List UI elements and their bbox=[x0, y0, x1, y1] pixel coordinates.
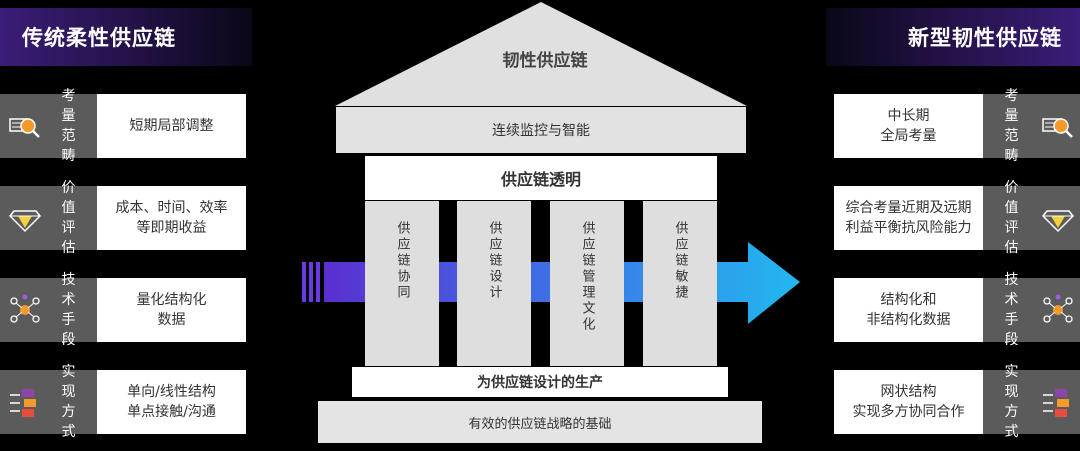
tag-line: 方 式 bbox=[61, 404, 81, 440]
desc-line: 短期局部调整 bbox=[129, 118, 214, 134]
tag-line: 实 现 bbox=[1004, 364, 1024, 400]
row-tag: 考 量范 畴 bbox=[983, 88, 1080, 164]
desc-line: 网状结构 bbox=[880, 384, 937, 400]
desc-line: 成本、时间、效率 bbox=[115, 200, 228, 216]
roof-title: 韧性供应链 bbox=[502, 51, 588, 71]
beam-transparency: 供应链透明 bbox=[365, 156, 717, 200]
desc-line: 非结构化数据 bbox=[866, 312, 951, 328]
tag-line: 技 术 bbox=[61, 272, 81, 308]
desc-line: 数据 bbox=[157, 312, 186, 328]
row-tag: 实 现方 式 bbox=[0, 364, 97, 440]
left-row-tech: 技 术手 段 量化结构化数据 bbox=[0, 272, 246, 348]
pillar-label: 供应链设计 bbox=[486, 221, 502, 301]
row-desc: 结构化和非结构化数据 bbox=[834, 278, 983, 342]
network-icon bbox=[10, 294, 40, 323]
base-foundation: 有效的供应链战略的基础 bbox=[318, 401, 762, 443]
desc-line: 全局考量 bbox=[880, 128, 937, 144]
desc-line: 单点接触/沟通 bbox=[127, 404, 216, 420]
flow-icon bbox=[10, 389, 36, 417]
tag-line: 考 量 bbox=[61, 88, 81, 124]
tag-line: 技 术 bbox=[1004, 272, 1024, 308]
left-row-scope: 考 量范 畴 短期局部调整 bbox=[0, 88, 246, 164]
desc-line: 结构化和 bbox=[880, 292, 937, 308]
right-header: 新型韧性供应链 bbox=[826, 8, 1080, 66]
network-icon bbox=[1043, 294, 1073, 323]
row-tag: 价 值评 估 bbox=[0, 180, 97, 256]
left-header: 传统柔性供应链 bbox=[0, 8, 252, 66]
tag-line: 方 式 bbox=[1004, 404, 1024, 440]
desc-line: 单向/线性结构 bbox=[127, 384, 216, 400]
desc-line: 综合考量近期及远期 bbox=[845, 200, 972, 216]
pillar-label: 供应链协同 bbox=[394, 221, 410, 301]
tag-line: 考 量 bbox=[1004, 88, 1024, 124]
tag-line: 手 段 bbox=[61, 312, 81, 348]
row-tag: 实 现方 式 bbox=[983, 364, 1080, 440]
left-row-value: 价 值评 估 成本、时间、效率等即期收益 bbox=[0, 180, 246, 256]
right-row-value: 综合考量近期及远期利益平衡抗风险能力 价 值评 估 bbox=[834, 180, 1080, 256]
pillar-design: 供应链设计 bbox=[457, 201, 531, 366]
desc-line: 等即期收益 bbox=[136, 220, 207, 236]
magnifier-icon bbox=[9, 118, 40, 138]
right-row-method: 网状结构实现多方协同合作 实 现方 式 bbox=[834, 364, 1080, 440]
tag-line: 价 值 bbox=[1004, 180, 1024, 216]
row-desc: 综合考量近期及远期利益平衡抗风险能力 bbox=[834, 186, 983, 250]
right-row-tech: 结构化和非结构化数据 技 术手 段 bbox=[834, 272, 1080, 348]
magnifier-icon bbox=[1042, 118, 1073, 138]
desc-line: 实现多方协同合作 bbox=[852, 404, 965, 420]
tag-line: 评 估 bbox=[1004, 220, 1024, 256]
diamond-icon bbox=[1041, 210, 1075, 233]
row-tag: 技 术手 段 bbox=[0, 272, 97, 348]
diamond-icon bbox=[8, 210, 42, 233]
desc-line: 利益平衡抗风险能力 bbox=[845, 220, 972, 236]
tag-line: 范 畴 bbox=[61, 128, 81, 164]
desc-line: 量化结构化 bbox=[136, 292, 207, 308]
row-tag: 价 值评 估 bbox=[983, 180, 1080, 256]
temple-roof bbox=[335, 2, 747, 106]
beam-monitoring: 连续监控与智能 bbox=[336, 107, 746, 153]
flow-icon bbox=[1043, 389, 1069, 417]
row-tag: 考 量范 畴 bbox=[0, 88, 97, 164]
row-desc: 量化结构化数据 bbox=[97, 278, 246, 342]
desc-line: 中长期 bbox=[887, 108, 930, 124]
tag-line: 范 畴 bbox=[1004, 128, 1024, 164]
row-desc: 单向/线性结构单点接触/沟通 bbox=[97, 370, 246, 434]
tag-line: 手 段 bbox=[1004, 312, 1024, 348]
right-row-scope: 中长期全局考量 考 量范 畴 bbox=[834, 88, 1080, 164]
row-desc: 短期局部调整 bbox=[97, 94, 246, 158]
pillar-culture: 供应链管理文化 bbox=[550, 201, 624, 366]
row-desc: 中长期全局考量 bbox=[834, 94, 983, 158]
pillar-agility: 供应链敏捷 bbox=[643, 201, 717, 366]
pillar-label: 供应链管理文化 bbox=[579, 221, 595, 333]
pillar-collaboration: 供应链协同 bbox=[365, 201, 439, 366]
tag-line: 价 值 bbox=[61, 180, 81, 216]
left-row-method: 实 现方 式 单向/线性结构单点接触/沟通 bbox=[0, 364, 246, 440]
row-desc: 网状结构实现多方协同合作 bbox=[834, 370, 983, 434]
pillar-label: 供应链敏捷 bbox=[672, 221, 688, 301]
row-desc: 成本、时间、效率等即期收益 bbox=[97, 186, 246, 250]
row-tag: 技 术手 段 bbox=[983, 272, 1080, 348]
tag-line: 评 估 bbox=[61, 220, 81, 256]
base-production: 为供应链设计的生产 bbox=[352, 367, 728, 397]
tag-line: 实 现 bbox=[61, 364, 81, 400]
